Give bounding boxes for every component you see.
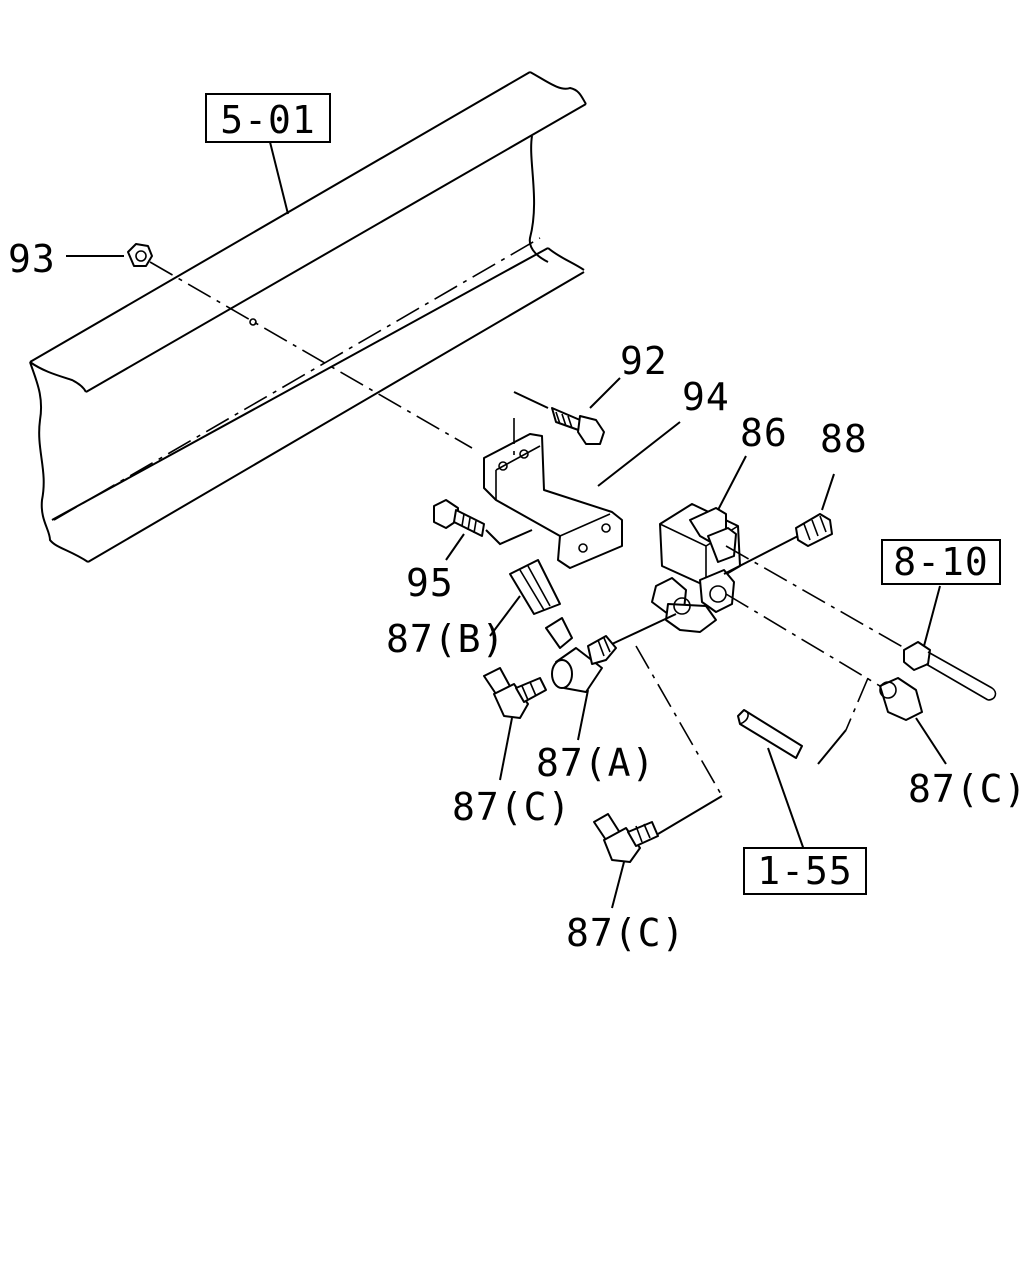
bolt-95 [433,499,485,537]
nut-93 [127,243,153,267]
hose-1-55 [737,709,803,759]
fitting-87c-left [483,667,547,719]
callout-87b: 87(B) [386,617,505,661]
callout-87c-bottom: 87(C) [566,911,685,955]
ref-label-1-55: 1-55 [757,849,853,893]
ref-label-8-10: 8-10 [893,540,989,584]
valve-86 [651,503,741,633]
ref-box-1-55[interactable]: 1-55 [743,847,867,895]
fitting-87a [545,617,617,693]
connector-8-10 [903,641,997,701]
callout-87a: 87(A) [536,741,655,785]
ref-box-8-10[interactable]: 8-10 [881,539,1001,585]
fitting-87c-bottom [593,813,659,863]
callout-94: 94 [682,375,730,419]
callout-87c-left: 87(C) [452,785,571,829]
callout-95: 95 [406,561,454,605]
callout-88: 88 [820,417,868,461]
callout-87c-right: 87(C) [908,767,1024,811]
connector-87c-right [879,677,923,721]
frame-rail [29,71,587,563]
callout-93: 93 [8,237,56,281]
ref-label-5-01: 5-01 [220,98,316,142]
fitting-87b [509,559,561,615]
callout-86: 86 [740,411,788,455]
plug-88 [795,513,833,547]
callout-92: 92 [620,339,668,383]
bolt-92 [551,407,605,445]
ref-box-5-01[interactable]: 5-01 [205,93,331,143]
bracket-94 [483,433,623,569]
